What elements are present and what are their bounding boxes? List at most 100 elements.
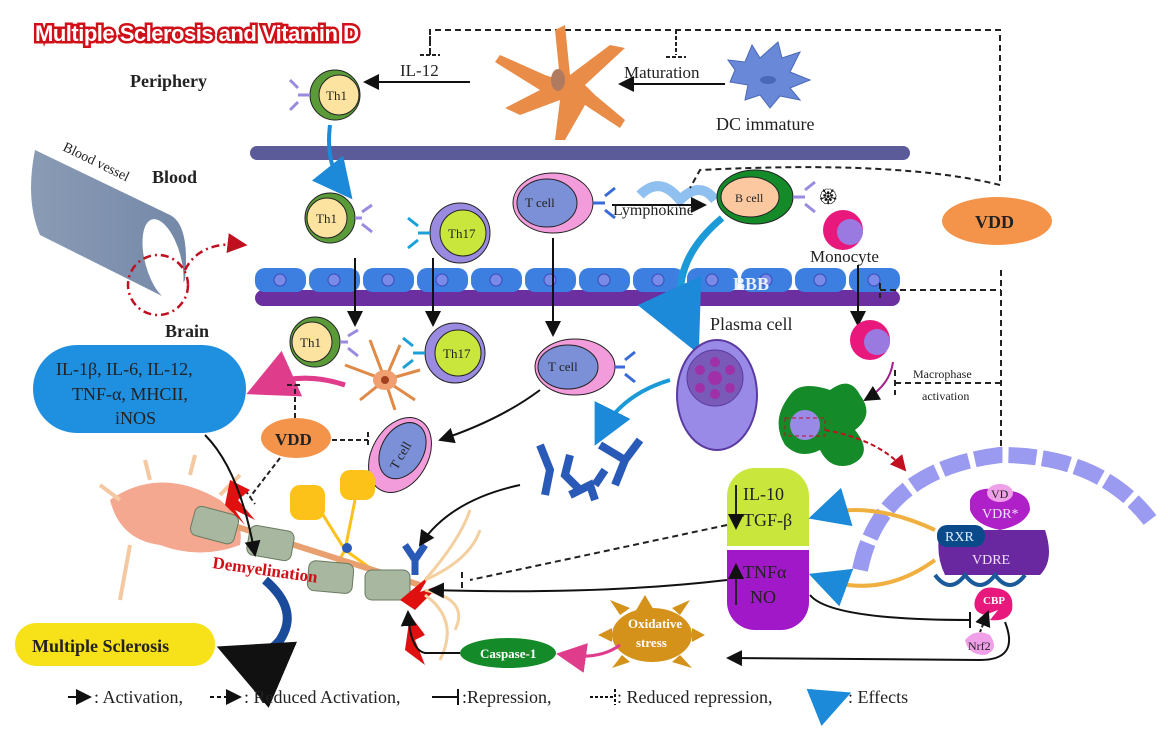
mature-dendritic-cell [495, 25, 625, 140]
figure-title: Multiple Sclerosis and Vitamin D [35, 21, 358, 46]
svg-text:TGF-β: TGF-β [743, 510, 792, 530]
blood-vessel: Blood vessel [31, 140, 248, 317]
region-blood: Blood [152, 167, 197, 187]
microglia [344, 339, 421, 411]
cell-nucleus [381, 273, 395, 287]
antibody-to-axon-arrow [418, 484, 521, 547]
b-cell: B cell 🏵 [716, 169, 838, 225]
svg-text:B cell: B cell [735, 191, 764, 205]
oxidative-to-caspase-arrow [556, 643, 621, 673]
macrophage-label-2: activation [922, 389, 969, 403]
cell-nucleus [705, 273, 719, 287]
pro-inflammatory-box: TNFα NO [727, 550, 809, 630]
cell-nucleus [867, 273, 881, 287]
il12-repression-icon [420, 30, 440, 56]
vdr-to-tnf-effect-arrow [808, 558, 937, 607]
vd-label: VD [991, 487, 1009, 501]
cell-nucleus [489, 273, 503, 287]
damage-icon [225, 480, 255, 525]
legend-reduced-activation: : Reduced Activation, [244, 687, 400, 707]
svg-text:NO: NO [750, 587, 776, 607]
bcell-to-plasma-arrow [637, 215, 725, 355]
legend: : Activation, : Reduced Activation, :Rep… [68, 687, 908, 726]
antibody-icon [402, 543, 428, 575]
svg-text:VDD: VDD [975, 212, 1014, 232]
tnf-to-cbp-repression [809, 594, 971, 628]
il12-label: IL-12 [400, 61, 439, 80]
plasma-to-antibody-arrow [594, 378, 671, 446]
t-cell-blood: T cell [512, 172, 616, 234]
svg-text:IL-10: IL-10 [743, 484, 784, 504]
lymphokine-icon [636, 181, 719, 208]
legend-effects: : Effects [848, 687, 908, 707]
th1-cell-periphery: Th1 [288, 69, 361, 121]
effects-legend-icon [806, 688, 852, 726]
vdr-to-il10-effect-arrow [808, 487, 936, 532]
tnf-to-axon-arrow [428, 579, 728, 599]
cytokine-to-neuron-arrow [204, 434, 261, 557]
svg-text:TNF-α, MHCII,: TNF-α, MHCII, [72, 384, 188, 404]
vdr-complex: VD VDR* RXR VDRE CBP Nrf2 [933, 484, 1049, 655]
multiple-sclerosis-box: Multiple Sclerosis [15, 623, 215, 666]
cbp-to-oxidative-arrow [726, 621, 1010, 667]
cell-nucleus [543, 273, 557, 287]
vdd-repression-lines [244, 384, 369, 505]
svg-text:stress: stress [636, 635, 667, 650]
damage-icon [400, 575, 440, 610]
svg-text:Th17: Th17 [448, 226, 476, 241]
cell-nucleus [327, 273, 341, 287]
lymphokine-label: Lymphokine [613, 202, 694, 219]
th17-cell-brain: Th17 [402, 322, 486, 384]
dc-immature-label: DC immature [716, 114, 814, 134]
monocyte-to-macrophage-arrow [863, 361, 894, 402]
tcell-to-tcell-arrow [438, 389, 541, 444]
legend-reduced-repression: : Reduced repression, [617, 687, 772, 707]
periphery-membrane [250, 146, 910, 160]
il10-reduced-repression-line [461, 524, 728, 588]
nerve-terminals [423, 509, 482, 661]
reduced-repression-legend-icon [590, 689, 616, 705]
blood-brain-barrier [255, 268, 900, 306]
svg-text:iNOS: iNOS [115, 408, 156, 428]
bbb-label: BBB [733, 274, 769, 294]
vdd-node-brain: VDD [261, 418, 331, 458]
macrophage [778, 383, 907, 472]
immature-dendritic-cell [726, 41, 812, 109]
cell-nucleus [597, 273, 611, 287]
microglia-to-cytokine-arrow [246, 350, 346, 397]
antibodies [536, 437, 644, 502]
svg-text:Th17: Th17 [443, 346, 471, 361]
vdr-label: VDR* [982, 507, 1019, 522]
caspase-1-node: Caspase-1 [460, 638, 556, 668]
t-cell-brain: T cell [534, 338, 636, 396]
svg-text:VDD: VDD [275, 430, 312, 449]
th17-cell-blood: Th17 [407, 202, 491, 264]
t-cell-myelin-attack: T cell [368, 417, 432, 493]
cell-nucleus [759, 273, 773, 287]
svg-text:Th1: Th1 [300, 335, 321, 350]
maturation-label: Maturation [624, 63, 700, 82]
legend-activation: : Activation, [94, 687, 183, 707]
cbp-label: CBP [983, 595, 1005, 607]
dna-icon [933, 571, 1027, 587]
vdd-node-main: VDD [942, 197, 1052, 245]
th1-label: Th1 [326, 88, 347, 103]
cell-nucleus [651, 273, 665, 287]
macrophage-repression-line [894, 370, 1001, 395]
monocyte-brain [850, 320, 890, 360]
repression-legend-icon [432, 689, 459, 705]
th1-cell-brain: Th1 [289, 316, 359, 368]
oxidative-stress-node: Oxidative stress [598, 595, 705, 668]
vdd-dashed-lines [879, 270, 1002, 460]
anti-inflammatory-box: IL-10 TGF-β [727, 468, 809, 546]
svg-text:TNFα: TNFα [743, 562, 787, 582]
svg-text:Oxidative: Oxidative [628, 616, 682, 631]
vdre-label: VDRE [972, 553, 1010, 568]
maturation-repression-icon [666, 30, 686, 58]
svg-text:Caspase-1: Caspase-1 [480, 646, 536, 661]
monocyte-blood [823, 210, 863, 250]
svg-text:T cell: T cell [525, 195, 555, 210]
svg-text:IL-1β, IL-6, IL-12,: IL-1β, IL-6, IL-12, [56, 359, 193, 379]
